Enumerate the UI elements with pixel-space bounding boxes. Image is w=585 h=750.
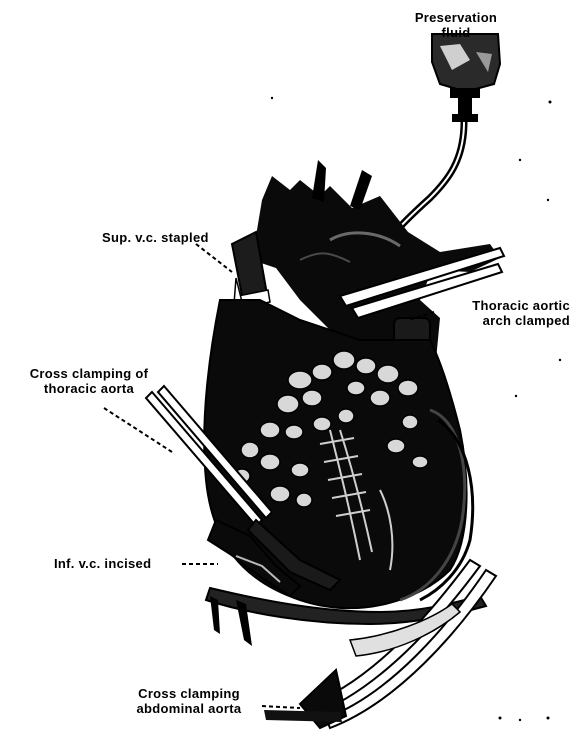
label-cross-abdominal-line2: abdominal aorta: [122, 701, 256, 716]
fluid-bottle: [432, 34, 500, 122]
label-preservation-fluid-line1: Preservation: [400, 10, 512, 25]
label-cross-thoracic-line2: thoracic aorta: [10, 381, 168, 396]
fluid-tube-highlight: [392, 122, 464, 236]
label-cross-abdominal-line1: Cross clamping: [122, 686, 256, 701]
label-inf-vc: Inf. v.c. incised: [54, 556, 151, 571]
label-cross-thoracic: Cross clamping of thoracic aorta: [10, 366, 168, 396]
label-thoracic-arch: Thoracic aortic arch clamped: [430, 298, 570, 328]
label-thoracic-arch-line2: arch clamped: [430, 313, 570, 328]
label-sup-vc-text: Sup. v.c. stapled: [102, 230, 209, 245]
label-inf-vc-text: Inf. v.c. incised: [54, 556, 151, 571]
label-sup-vc: Sup. v.c. stapled: [102, 230, 209, 245]
label-preservation-fluid-line2: fluid: [400, 25, 512, 40]
label-cross-abdominal: Cross clamping abdominal aorta: [122, 686, 256, 716]
label-thoracic-arch-line1: Thoracic aortic: [430, 298, 570, 313]
label-cross-thoracic-line1: Cross clamping of: [10, 366, 168, 381]
fluid-tube: [392, 122, 464, 236]
label-preservation-fluid: Preservation fluid: [400, 10, 512, 40]
